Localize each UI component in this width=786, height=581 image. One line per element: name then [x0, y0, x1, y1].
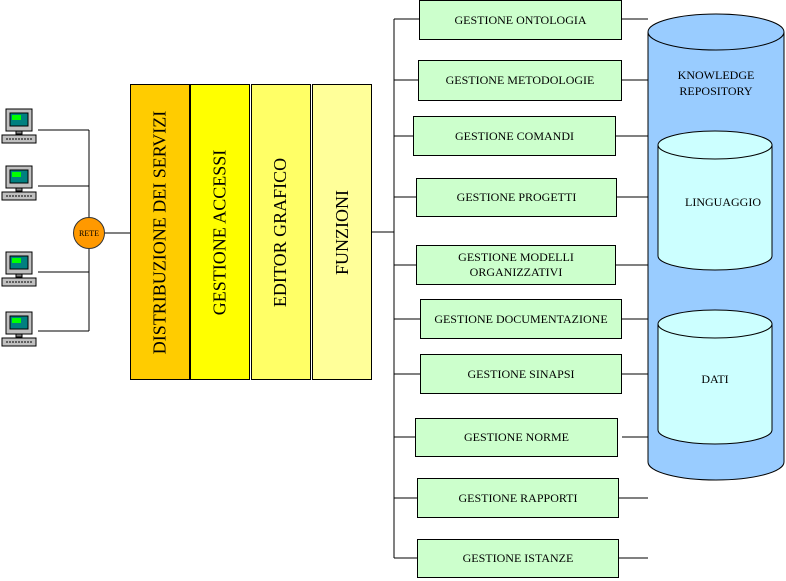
function-label: GESTIONE COMANDI	[455, 128, 574, 143]
function-gestione-rapporti[interactable]: GESTIONE RAPPORTI	[417, 478, 619, 518]
function-label: GESTIONE NORME	[464, 430, 569, 444]
repository-title: KNOWLEDGE REPOSITORY	[656, 67, 776, 99]
function-label: GESTIONE METODOLOGIE	[445, 73, 595, 87]
function-gestione-metodologie[interactable]: GESTIONE METODOLOGIE	[418, 60, 622, 101]
computer-icon[interactable]	[0, 165, 40, 205]
function-gestione-comandi[interactable]: GESTIONE COMANDI	[413, 116, 616, 156]
function-gestione-sinapsi[interactable]: GESTIONE SINAPSI	[420, 354, 622, 394]
network-label: RETE	[79, 228, 99, 238]
network-node[interactable]: RETE	[73, 217, 105, 249]
repository-title-line1: KNOWLEDGE	[677, 68, 755, 82]
layer-label: GESTIONE ACCESSI	[209, 149, 230, 315]
function-label: GESTIONE SINAPSI	[467, 366, 575, 381]
repository-title-line2: REPOSITORY	[679, 84, 753, 98]
layer-label: DISTRIBUZIONE DEI SERVIZI	[149, 110, 170, 354]
function-gestione-istanze[interactable]: GESTIONE ISTANZE	[417, 539, 619, 578]
store-dati-label: DATI	[701, 372, 729, 386]
layer-gestione-accessi[interactable]: GESTIONE ACCESSI	[190, 84, 250, 380]
function-label: GESTIONE PROGETTI	[456, 190, 577, 204]
function-gestione-ontologia[interactable]: GESTIONE ONTOLOGIA	[419, 0, 622, 40]
computer-icon[interactable]	[0, 311, 40, 351]
function-label: GESTIONE ISTANZE	[462, 551, 574, 565]
computer-icon[interactable]	[0, 251, 40, 291]
function-label: GESTIONE MODELLI ORGANIZZATIVI	[458, 250, 574, 279]
layer-label: EDITOR GRAFICO	[270, 157, 291, 307]
function-label: GESTIONE DOCUMENTAZIONE	[434, 311, 608, 326]
computer-icon[interactable]	[0, 108, 40, 148]
function-label: GESTIONE RAPPORTI	[458, 490, 578, 505]
function-gestione-documentazione[interactable]: GESTIONE DOCUMENTAZIONE	[420, 299, 622, 339]
function-label: GESTIONE ONTOLOGIA	[454, 12, 587, 27]
function-gestione-norme[interactable]: GESTIONE NORME	[415, 418, 618, 457]
store-linguaggio-label: LINGUAGGIO	[685, 195, 761, 209]
layer-label: FUNZIONI	[331, 189, 352, 275]
layer-editor-grafico[interactable]: EDITOR GRAFICO	[251, 84, 311, 380]
function-gestione-progetti[interactable]: GESTIONE PROGETTI	[416, 178, 617, 217]
function-gestione-modelli-organizzativi[interactable]: GESTIONE MODELLI ORGANIZZATIVI	[416, 245, 616, 285]
layer-distribuzione-servizi[interactable]: DISTRIBUZIONE DEI SERVIZI	[130, 84, 190, 380]
layer-funzioni[interactable]: FUNZIONI	[312, 84, 372, 380]
